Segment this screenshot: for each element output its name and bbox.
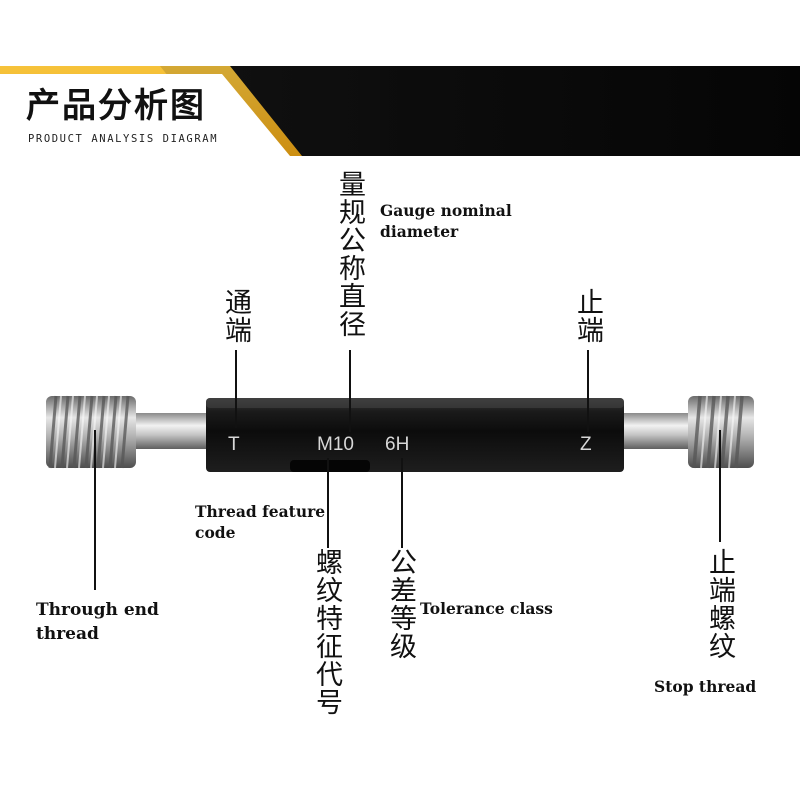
mark-nominal: M10 xyxy=(317,434,354,455)
stop-end-thread-body xyxy=(688,395,754,469)
banner-background xyxy=(0,66,800,156)
label-nominal-diameter-cn: 量规公称直径 xyxy=(334,170,365,338)
label-tolerance-cn: 公差等级 xyxy=(385,548,416,660)
leader-tolerance xyxy=(401,458,403,548)
label-stop-end-cn: 止端 xyxy=(572,288,603,344)
gauge-handle xyxy=(206,398,624,472)
leader-through-thread xyxy=(94,430,96,590)
through-end-thread-body xyxy=(46,395,136,469)
label-through-thread-en: Through end thread xyxy=(36,600,159,644)
page-title: 产品分析图 xyxy=(26,86,206,126)
label-thread-feature-cn: 螺纹特征代号 xyxy=(311,548,342,716)
label-stop-thread-en: Stop thread xyxy=(654,677,757,696)
leader-nominal xyxy=(349,350,351,432)
leader-stop xyxy=(587,350,589,432)
label-thread-feature-en: Thread feature code xyxy=(195,502,326,542)
thread-gauge-illustration xyxy=(46,395,754,472)
header-banner xyxy=(0,66,800,156)
mark-tolerance: 6H xyxy=(385,434,410,455)
leader-stop-thread xyxy=(719,430,721,542)
label-through-end-cn: 通端 xyxy=(220,288,251,344)
page-subtitle: PRODUCT ANALYSIS DIAGRAM xyxy=(28,133,219,145)
label-stop-thread-cn: 止端螺纹 xyxy=(704,548,735,660)
label-tolerance-en: Tolerance class xyxy=(420,599,553,618)
mark-stop: Z xyxy=(580,434,592,455)
stop-end-shaft xyxy=(612,413,704,449)
through-end-shaft xyxy=(120,413,216,449)
leader-through xyxy=(235,350,237,428)
mark-through: T xyxy=(228,434,240,455)
label-nominal-diameter-en: Gauge nominal diameter xyxy=(380,201,512,241)
leader-feature xyxy=(327,458,329,548)
